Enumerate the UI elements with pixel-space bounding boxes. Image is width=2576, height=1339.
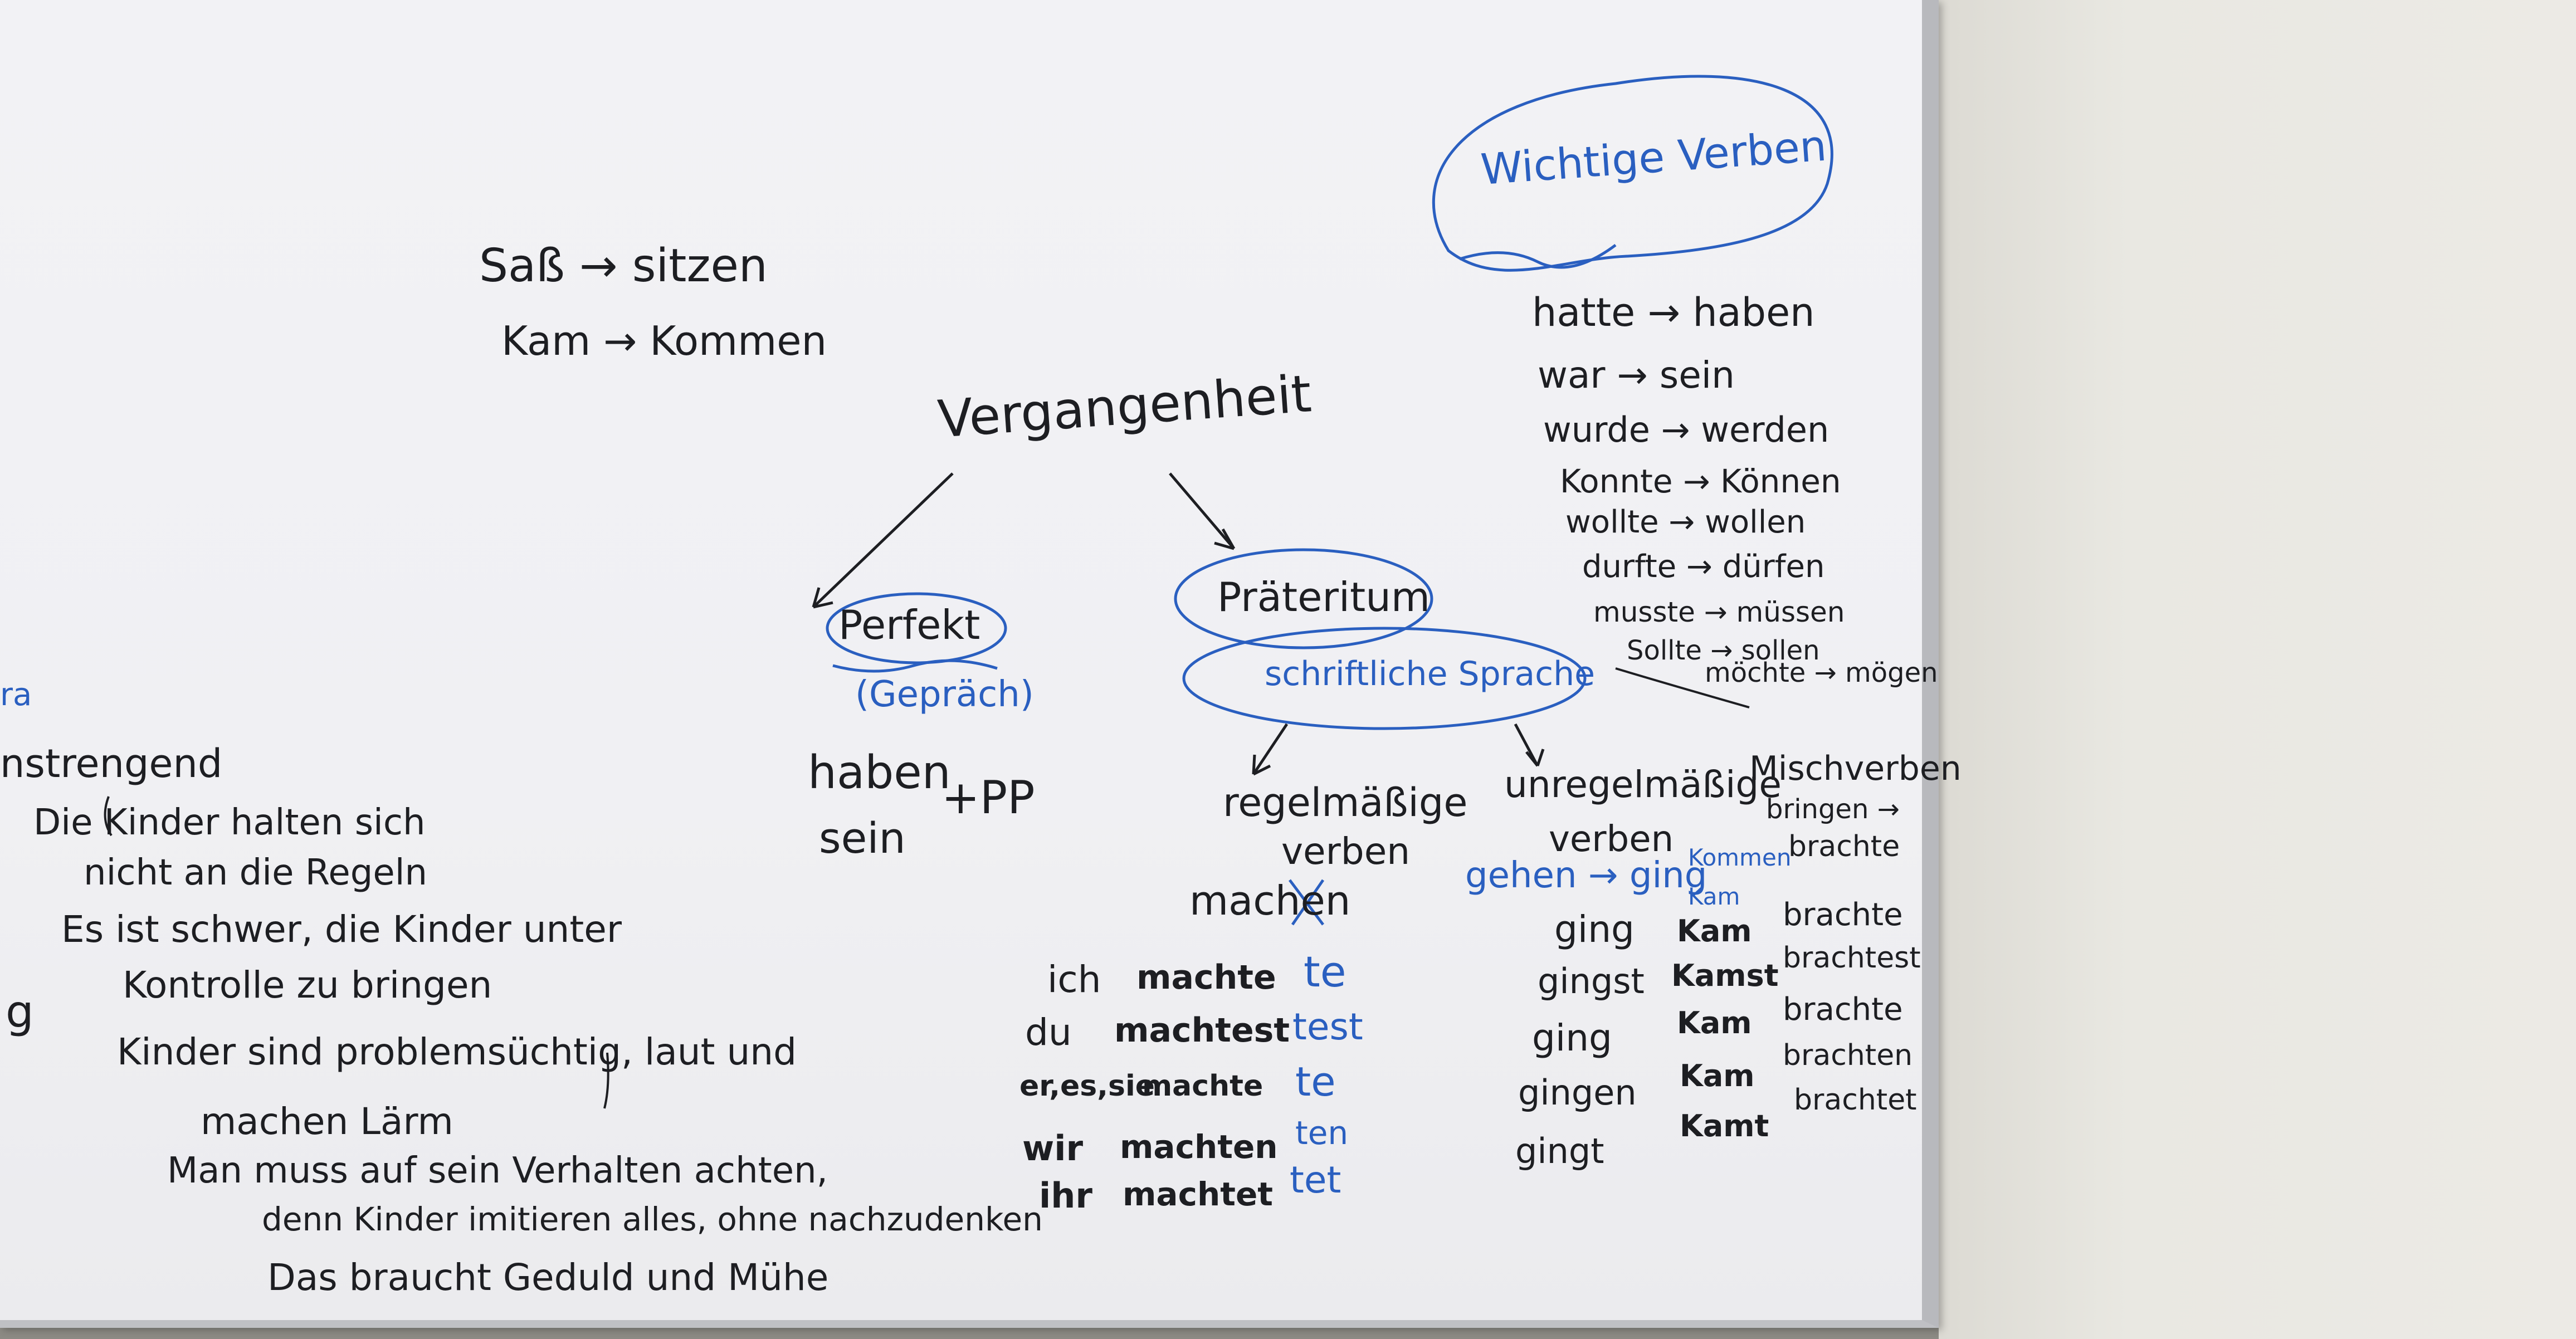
ging-2: gingst: [1538, 961, 1645, 1001]
reg-ending-5: tet: [1290, 1159, 1341, 1201]
important-9: möchte → mögen: [1705, 657, 1938, 688]
reg-ending-4: ten: [1295, 1114, 1349, 1152]
left-line-1: Die Kinder halten sich: [33, 802, 426, 843]
mixed-title: Mischverben: [1749, 749, 1962, 788]
arrow-to-irregular: [1514, 723, 1545, 767]
brachte-4: brachten: [1783, 1039, 1913, 1072]
left-line-4: Kontrolle zu bringen: [123, 964, 492, 1006]
kam-5: Kamt: [1680, 1108, 1769, 1143]
important-5: wollte → wollen: [1565, 504, 1806, 540]
kam-3: Kam: [1677, 1005, 1752, 1040]
reg-stem-5: machtet: [1123, 1175, 1274, 1213]
reg-ending-3: te: [1295, 1058, 1336, 1105]
ging-4: gingen: [1518, 1072, 1637, 1113]
important-6: durfte → dürfen: [1582, 549, 1825, 585]
kommen-label: Kommen: [1688, 844, 1792, 871]
important-2: war → sein: [1538, 354, 1735, 397]
important-7: musste → müssen: [1593, 596, 1845, 628]
praeteritum-label: Präteritum: [1217, 574, 1431, 620]
reg-pronoun-1: ich: [1047, 958, 1101, 1001]
perfekt-rule-bottom: sein: [819, 813, 906, 863]
arrow-to-praeteritum: [1169, 472, 1235, 550]
perfekt-rule-top: haben: [808, 746, 951, 799]
reg-ending-1: te: [1304, 947, 1346, 996]
perfekt-sub: (Gepräch): [855, 674, 1034, 715]
reg-stem-4: machten: [1120, 1128, 1278, 1166]
brachte-3: brachte: [1783, 991, 1903, 1028]
reg-pronoun-2: du: [1025, 1011, 1072, 1054]
reg-stem-1: machte: [1136, 958, 1276, 997]
regular-example: machen: [1189, 877, 1351, 924]
left-line-8: denn Kinder imitieren alles, ohne nachzu…: [262, 1200, 1043, 1238]
arrow-to-perfekt: [812, 472, 954, 608]
praeteritum-sub: schriftliche Sprache: [1265, 654, 1596, 693]
brachte-2: brachtest: [1783, 941, 1921, 975]
important-1: hatte → haben: [1532, 290, 1815, 335]
conversion-line-2: Kam → Kommen: [501, 317, 827, 364]
left-line-6: machen Lärm: [201, 1100, 453, 1143]
left-partial-1: ra: [0, 677, 32, 713]
perfekt-rule-suffix: +PP: [941, 771, 1035, 824]
reg-stem-3: machte: [1142, 1069, 1263, 1103]
kam-2: Kamst: [1671, 958, 1779, 993]
ging-3: ging: [1532, 1017, 1612, 1059]
left-line-3: Es ist schwer, die Kinder unter: [61, 908, 622, 951]
irregular-title-2: verben: [1549, 819, 1674, 860]
left-line-2: nicht an die Regeln: [84, 852, 428, 893]
brachte-1: brachte: [1783, 897, 1903, 933]
left-line-7: Man muss auf sein Verhalten achten,: [167, 1150, 828, 1191]
left-partial-2: nstrengend: [0, 741, 223, 786]
irregular-title-1: unregelmäßige: [1504, 763, 1782, 806]
left-line-9: Das braucht Geduld und Mühe: [267, 1256, 829, 1299]
conversion-line-1: Saß → sitzen: [479, 240, 768, 292]
regular-title-1: regelmäßige: [1223, 780, 1468, 825]
kam-4: Kam: [1680, 1058, 1755, 1093]
important-3: wurde → werden: [1543, 409, 1829, 450]
reg-pronoun-5: ihr: [1039, 1175, 1092, 1216]
wall-background: [1939, 0, 2576, 1339]
arrow-to-regular: [1252, 723, 1289, 776]
perfekt-label: Perfekt: [838, 602, 980, 648]
reg-ending-2: test: [1292, 1005, 1363, 1048]
perfekt-outline: [826, 592, 1007, 664]
floor-strip: [0, 1328, 1939, 1339]
mixed-sub1: bringen →: [1766, 794, 1900, 825]
praeteritum-outline: [1174, 548, 1433, 649]
whiteboard: Saß → sitzen Kam → Kommen Vergangenheit …: [0, 0, 1962, 1328]
ging-5: gingt: [1515, 1131, 1604, 1171]
reg-pronoun-4: wir: [1022, 1128, 1084, 1169]
reg-pronoun-3: er,es,sie: [1019, 1069, 1155, 1103]
mixed-sub2: brachte: [1788, 830, 1900, 863]
schriftliche-outline: [1182, 627, 1587, 730]
left-edge-1: g: [6, 986, 34, 1038]
reg-stem-2: machtest: [1114, 1011, 1290, 1050]
left-line-5: Kinder sind problemsüchtig, laut und: [117, 1030, 797, 1073]
important-4: Konnte → Können: [1560, 462, 1841, 500]
important-8: Sollte → sollen: [1627, 635, 1820, 666]
irregular-example: gehen → ging: [1465, 855, 1707, 896]
kam-1: Kam: [1677, 913, 1752, 949]
brachte-5: brachtet: [1794, 1083, 1917, 1117]
ging-1: ging: [1554, 908, 1635, 951]
ink-drawings: [104, 75, 1833, 1109]
kommen-sub: Kam: [1688, 883, 1740, 910]
regular-title-2: verben: [1281, 830, 1411, 873]
